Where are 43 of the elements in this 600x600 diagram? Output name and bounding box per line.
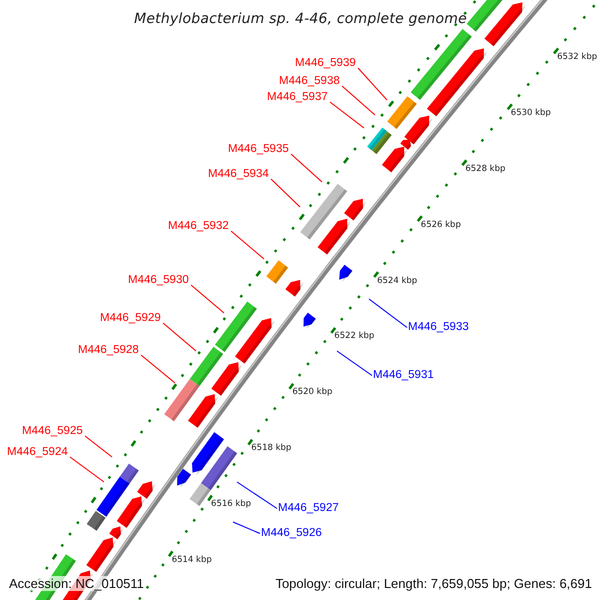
leader-line [358,68,388,100]
gene-label: M446_5928 [78,344,139,357]
leader-line [290,154,322,182]
leader-line [70,456,104,482]
leader-line [230,230,264,260]
scale-label: 6516 kbp [211,498,252,509]
leader-line [330,102,364,128]
gene-label: M446_5925 [22,425,83,438]
leader-line [190,284,224,314]
scale-label: 6528 kbp [465,164,506,174]
scale-label: 6530 kbp [510,108,551,118]
gene-label: M446_5929 [100,312,161,325]
scale-label: 6518 kbp [251,443,292,454]
footer-text: Accession: NC_010511 [9,576,144,591]
leader-line [236,482,278,509]
gene-label: M446_5926 [261,527,322,540]
gene-label: M446_5930 [128,274,189,287]
gene-label: M446_5938 [279,75,340,88]
scale-label: 6520 kbp [292,387,332,398]
diagram-title: Methylobacterium sp. 4-46, complete genome [134,11,467,27]
leader-line [270,178,300,208]
leader-line [342,86,376,116]
scale-label: 6532 kbp [557,52,598,62]
footer-text: Topology: circular; Length: 7,659,055 bp; Genes: 6,691 [275,576,592,591]
scale-label: 6526 kbp [420,220,461,230]
leader-line [336,350,372,376]
gene-label: M446_5933 [408,321,469,334]
gene-label: M446_5937 [267,91,328,104]
gene-label: M446_5924 [7,446,68,459]
leader-line [84,436,112,458]
leader-line [232,522,260,534]
scale-label: 6524 kbp [377,276,418,286]
gene-label: M446_5934 [208,168,269,181]
gene-label: M446_5927 [278,502,339,515]
gene-label: M446_5939 [295,57,356,70]
leader-line [368,298,408,328]
leader-line [162,322,196,352]
gene-label: M446_5931 [373,369,434,382]
scale-label: 6522 kbp [334,331,374,342]
gene-label: M446_5935 [228,143,289,156]
leader-line [140,354,176,384]
scale-label: 6514 kbp [172,554,212,565]
gene-label: M446_5932 [168,220,229,233]
